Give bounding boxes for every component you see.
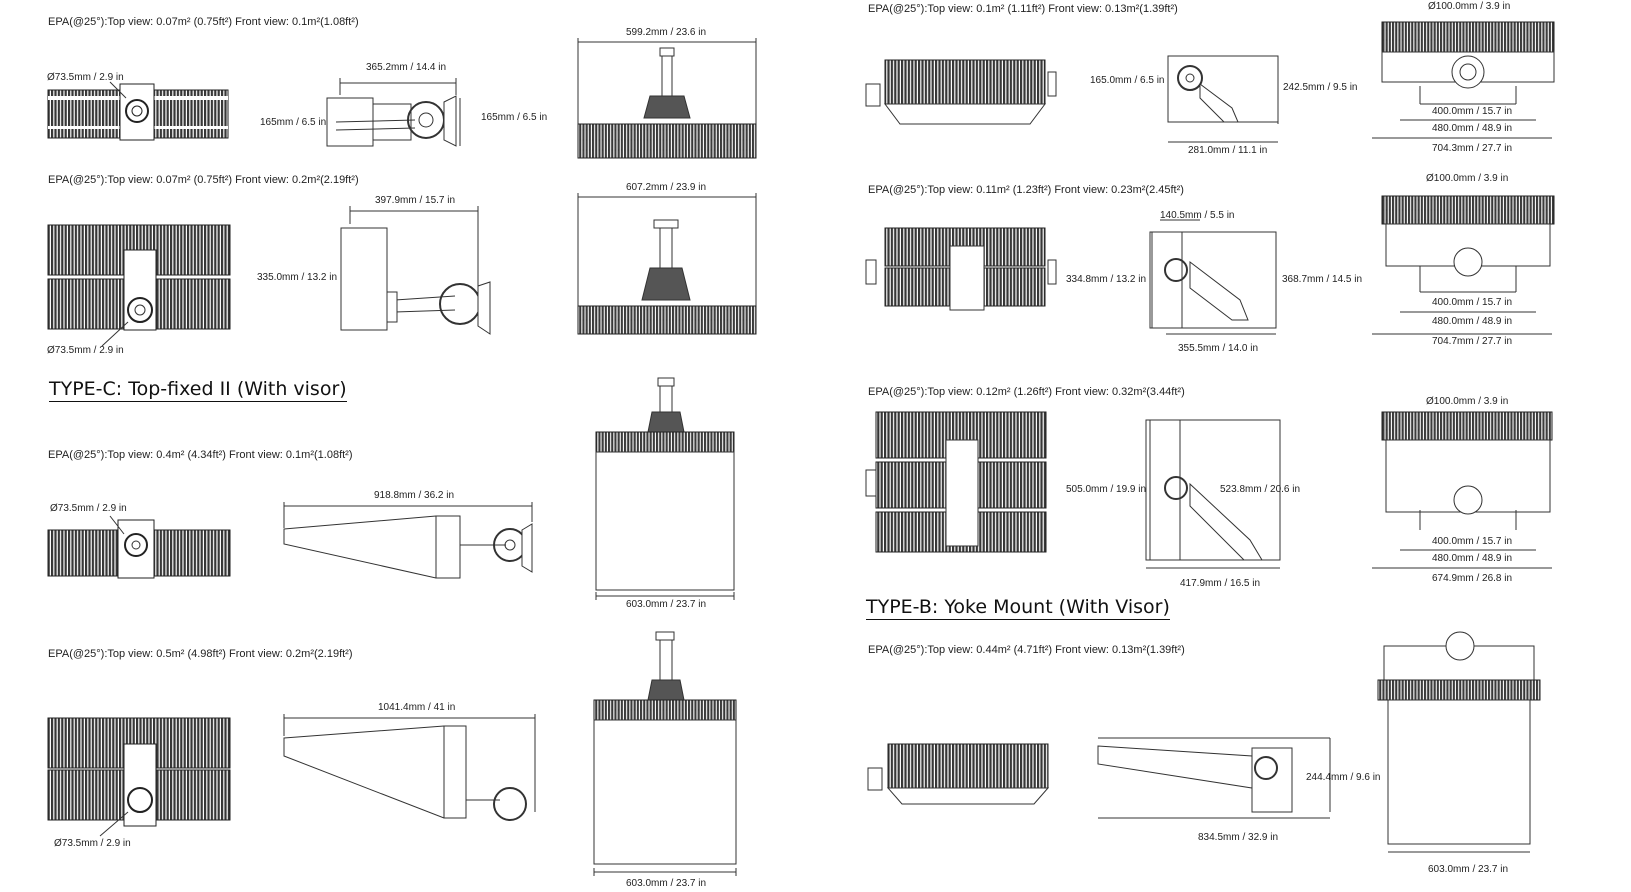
right-row2-top-view — [865, 227, 1057, 311]
right-row3-side-view — [1145, 419, 1281, 569]
left-row4-side-view — [283, 714, 536, 821]
right-row4-front-view — [1377, 631, 1541, 853]
right-row1-side-width: 281.0mm / 11.1 in — [1188, 145, 1268, 156]
left-row2-front-view — [577, 193, 757, 335]
left-row1-side-height-left: 165mm / 6.5 in — [260, 117, 327, 128]
right-row4-side-view — [1097, 737, 1331, 819]
right-row3-top-view — [865, 411, 1047, 553]
left-row3-side-view — [283, 502, 533, 579]
left-row3-side-width: 918.8mm / 36.2 in — [374, 490, 455, 501]
right-row1-side-view — [1167, 55, 1279, 143]
right-row4-front-width: 603.0mm / 23.7 in — [1428, 864, 1509, 875]
right-row3-front-dim2: 480.0mm / 48.9 in — [1432, 553, 1513, 564]
left-row1-front-width: 599.2mm / 23.6 in — [626, 27, 707, 38]
left-row2-epa: EPA(@25°):Top view: 0.07m² (0.75ft²) Fro… — [48, 174, 359, 186]
left-row2-side-view — [340, 206, 491, 335]
left-row1-front-view — [577, 38, 757, 159]
left-row4-front-width: 603.0mm / 23.7 in — [626, 878, 707, 889]
right-row2-front-view — [1372, 195, 1555, 335]
right-row3-side-diag: 523.8mm / 20.6 in — [1220, 484, 1301, 495]
right-row1-side-height: 165.0mm / 6.5 in — [1090, 75, 1165, 86]
right-row2-front-dim2: 480.0mm / 48.9 in — [1432, 316, 1513, 327]
type-b-heading: TYPE-B: Yoke Mount (With Visor) — [866, 596, 1170, 620]
left-row1-side-width: 365.2mm / 14.4 in — [366, 62, 447, 73]
right-row2-front-diameter: Ø100.0mm / 3.9 in — [1426, 173, 1509, 184]
right-row4-side-height: 244.4mm / 9.6 in — [1306, 772, 1381, 783]
left-row3-diameter: Ø73.5mm / 2.9 in — [50, 503, 127, 514]
right-row2-side-top: 140.5mm / 5.5 in — [1160, 210, 1235, 221]
right-row2-side-height: 334.8mm / 13.2 in — [1066, 274, 1147, 285]
left-row1-top-view — [47, 81, 229, 141]
right-row2-epa: EPA(@25°):Top view: 0.11m² (1.23ft²) Fro… — [868, 184, 1184, 196]
left-row1-side-view — [326, 78, 461, 147]
right-row1-front-diameter: Ø100.0mm / 3.9 in — [1428, 1, 1511, 12]
right-row3-side-height: 505.0mm / 19.9 in — [1066, 484, 1147, 495]
right-row1-top-view — [865, 59, 1057, 125]
right-row3-front-diameter: Ø100.0mm / 3.9 in — [1426, 396, 1509, 407]
left-row4-top-view — [47, 717, 231, 837]
left-row3-epa: EPA(@25°):Top view: 0.4m² (4.34ft²) Fron… — [48, 449, 353, 461]
right-row3-epa: EPA(@25°):Top view: 0.12m² (1.26ft²) Fro… — [868, 386, 1185, 398]
left-row4-side-width: 1041.4mm / 41 in — [378, 702, 456, 713]
left-row2-front-width: 607.2mm / 23.9 in — [626, 182, 707, 193]
right-row4-epa: EPA(@25°):Top view: 0.44m² (4.71ft²) Fro… — [868, 644, 1185, 656]
right-row1-side-height-right: 242.5mm / 9.5 in — [1283, 82, 1358, 93]
right-row1-epa: EPA(@25°):Top view: 0.1m² (1.11ft²) Fron… — [868, 3, 1178, 15]
right-row2-side-width: 355.5mm / 14.0 in — [1178, 343, 1259, 354]
left-row4-epa: EPA(@25°):Top view: 0.5m² (4.98ft²) Fron… — [48, 648, 353, 660]
left-row3-front-width: 603.0mm / 23.7 in — [626, 599, 707, 610]
left-row3-top-view — [47, 515, 231, 579]
right-row3-front-dim3: 674.9mm / 26.8 in — [1432, 573, 1513, 584]
right-row2-side-height-right: 368.7mm / 14.5 in — [1282, 274, 1363, 285]
right-row4-side-width: 834.5mm / 32.9 in — [1198, 832, 1279, 843]
left-row2-side-height: 335.0mm / 13.2 in — [257, 272, 338, 283]
right-row1-front-dim1: 400.0mm / 15.7 in — [1432, 106, 1513, 117]
right-row1-front-view — [1372, 21, 1555, 139]
type-c-heading: TYPE-C: Top-fixed II (With visor) — [49, 378, 347, 402]
left-row1-side-height-right: 165mm / 6.5 in — [481, 112, 548, 123]
right-row1-front-dim2: 480.0mm / 48.9 in — [1432, 123, 1513, 134]
left-row2-side-width: 397.9mm / 15.7 in — [375, 195, 456, 206]
right-row3-front-dim1: 400.0mm / 15.7 in — [1432, 536, 1513, 547]
right-row2-front-dim1: 400.0mm / 15.7 in — [1432, 297, 1513, 308]
right-row3-front-view — [1372, 411, 1553, 569]
left-row4-front-view — [593, 631, 737, 876]
left-row1-epa: EPA(@25°):Top view: 0.07m² (0.75ft²) Fro… — [48, 16, 359, 28]
left-row2-top-view — [47, 224, 231, 347]
left-row2-diameter: Ø73.5mm / 2.9 in — [47, 345, 124, 356]
right-row4-top-view — [867, 743, 1050, 805]
left-row3-front-view — [595, 377, 735, 600]
right-row2-front-dim3: 704.7mm / 27.7 in — [1432, 336, 1513, 347]
right-row3-side-width: 417.9mm / 16.5 in — [1180, 578, 1261, 589]
left-row4-diameter: Ø73.5mm / 2.9 in — [54, 838, 131, 849]
left-row1-diameter: Ø73.5mm / 2.9 in — [47, 72, 124, 83]
right-row1-front-dim3: 704.3mm / 27.7 in — [1432, 143, 1513, 154]
right-row2-side-view — [1149, 219, 1277, 335]
